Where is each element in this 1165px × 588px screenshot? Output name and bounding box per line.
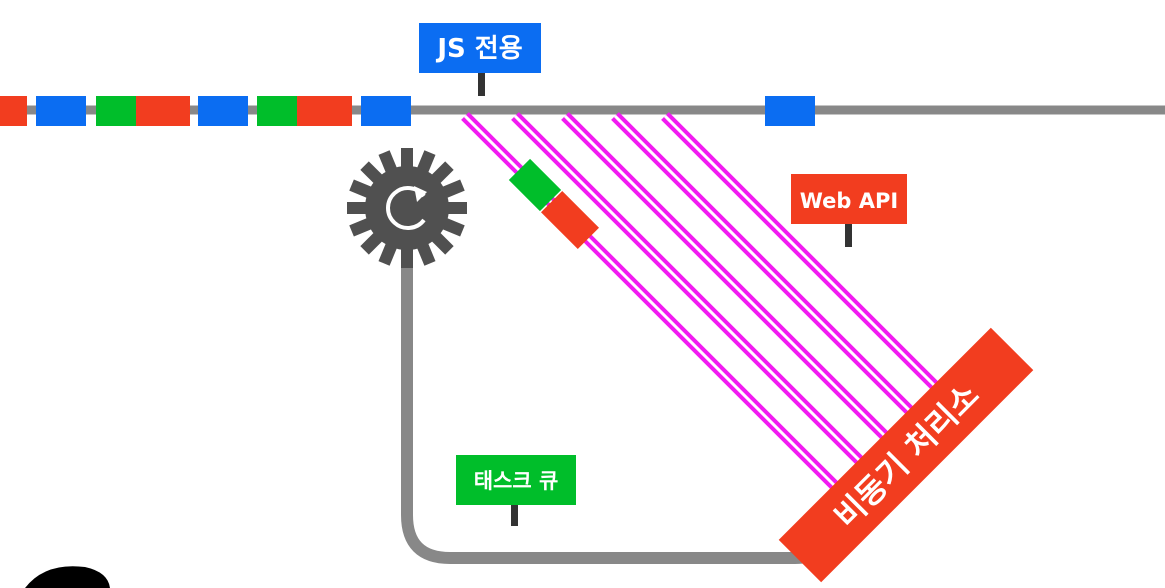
js-only-label: JS 전용 [419,23,541,96]
js-only-label-text: JS 전용 [435,34,522,64]
async-lane [513,114,862,463]
async-lane [563,114,887,438]
async-lane [613,114,912,413]
task-block-red [0,96,27,126]
event-loop-gear-icon [347,148,467,268]
task-block-green [96,96,136,126]
async-lane-tasks [508,158,599,249]
main-track-tasks [0,96,815,126]
task-block-green [257,96,297,126]
partial-black-shape [25,566,110,588]
task-block-red [297,96,352,126]
task-queue-label: 태스크 큐 [456,455,576,526]
task-block-red [541,191,599,249]
task-block-blue [36,96,86,126]
web-api-label: Web API [791,174,907,247]
task-block-green [508,158,562,212]
async-lane [663,114,937,388]
task-queue-track [401,249,840,564]
task-block-blue [361,96,411,126]
task-block-blue [765,96,815,126]
task-block-red [136,96,190,126]
web-api-label-text: Web API [800,189,898,213]
task-block-blue [198,96,248,126]
task-queue-label-text: 태스크 큐 [474,469,559,493]
